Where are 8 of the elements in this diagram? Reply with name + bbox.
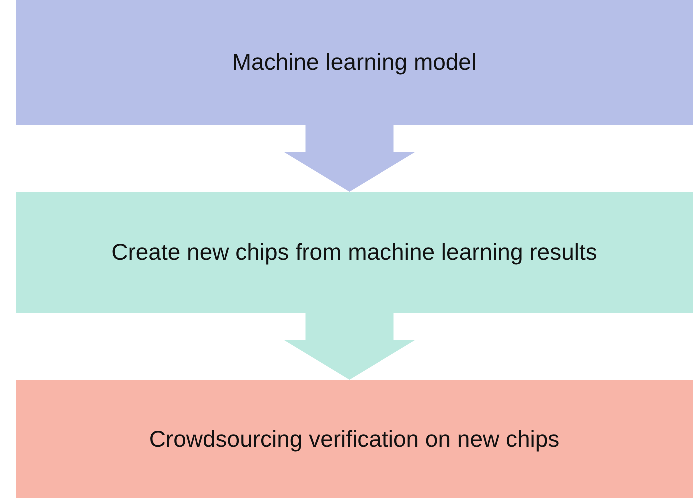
process-box [16, 0, 693, 125]
block-arrow [284, 313, 416, 380]
box-label: Create new chips from machine learning results [112, 239, 598, 266]
process-box [16, 380, 693, 498]
process-box [16, 192, 693, 313]
box-label: Crowdsourcing verification on new chips [149, 426, 560, 452]
box-label: Machine learning model [232, 49, 477, 76]
block-arrow [284, 125, 416, 192]
